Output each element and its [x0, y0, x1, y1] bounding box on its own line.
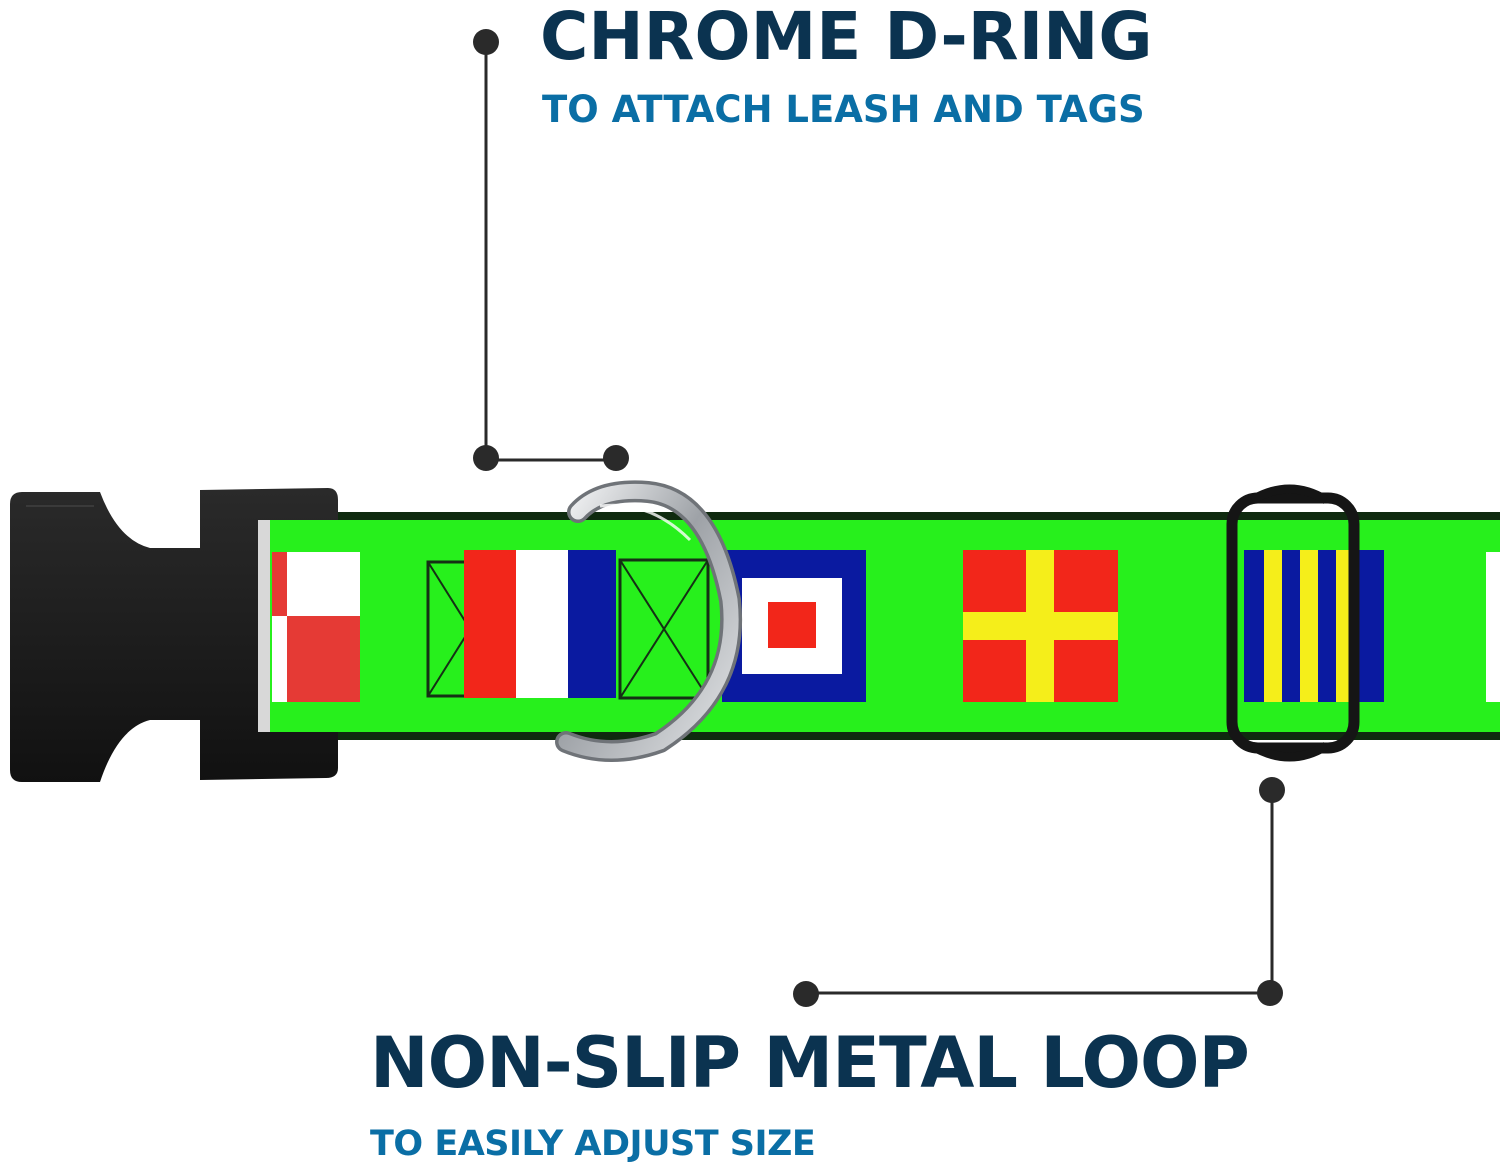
flag-red-white-blue — [464, 550, 616, 698]
dring-callout-connector — [473, 29, 629, 471]
slide-loop — [1226, 484, 1360, 762]
flag-red-yellow-cross — [963, 550, 1118, 702]
dring-title: CHROME D-RING — [540, 0, 1153, 75]
loop-subtitle: TO EASILY ADJUST SIZE — [370, 1124, 816, 1164]
buckle — [10, 488, 338, 782]
dring-subtitle: TO ATTACH LEASH AND TAGS — [542, 88, 1145, 131]
loop-title: NON-SLIP METAL LOOP — [370, 1022, 1250, 1104]
flag-white-partial — [1486, 552, 1500, 702]
flag-blue-white-red — [722, 550, 866, 702]
loop-callout-connector — [793, 777, 1285, 1007]
flag-crossed-box-2 — [618, 558, 710, 700]
d-ring — [555, 480, 743, 762]
flag-yellow-blue-stripes — [1244, 550, 1384, 702]
signal-flags — [272, 550, 1500, 702]
flag-white-red — [272, 552, 360, 702]
